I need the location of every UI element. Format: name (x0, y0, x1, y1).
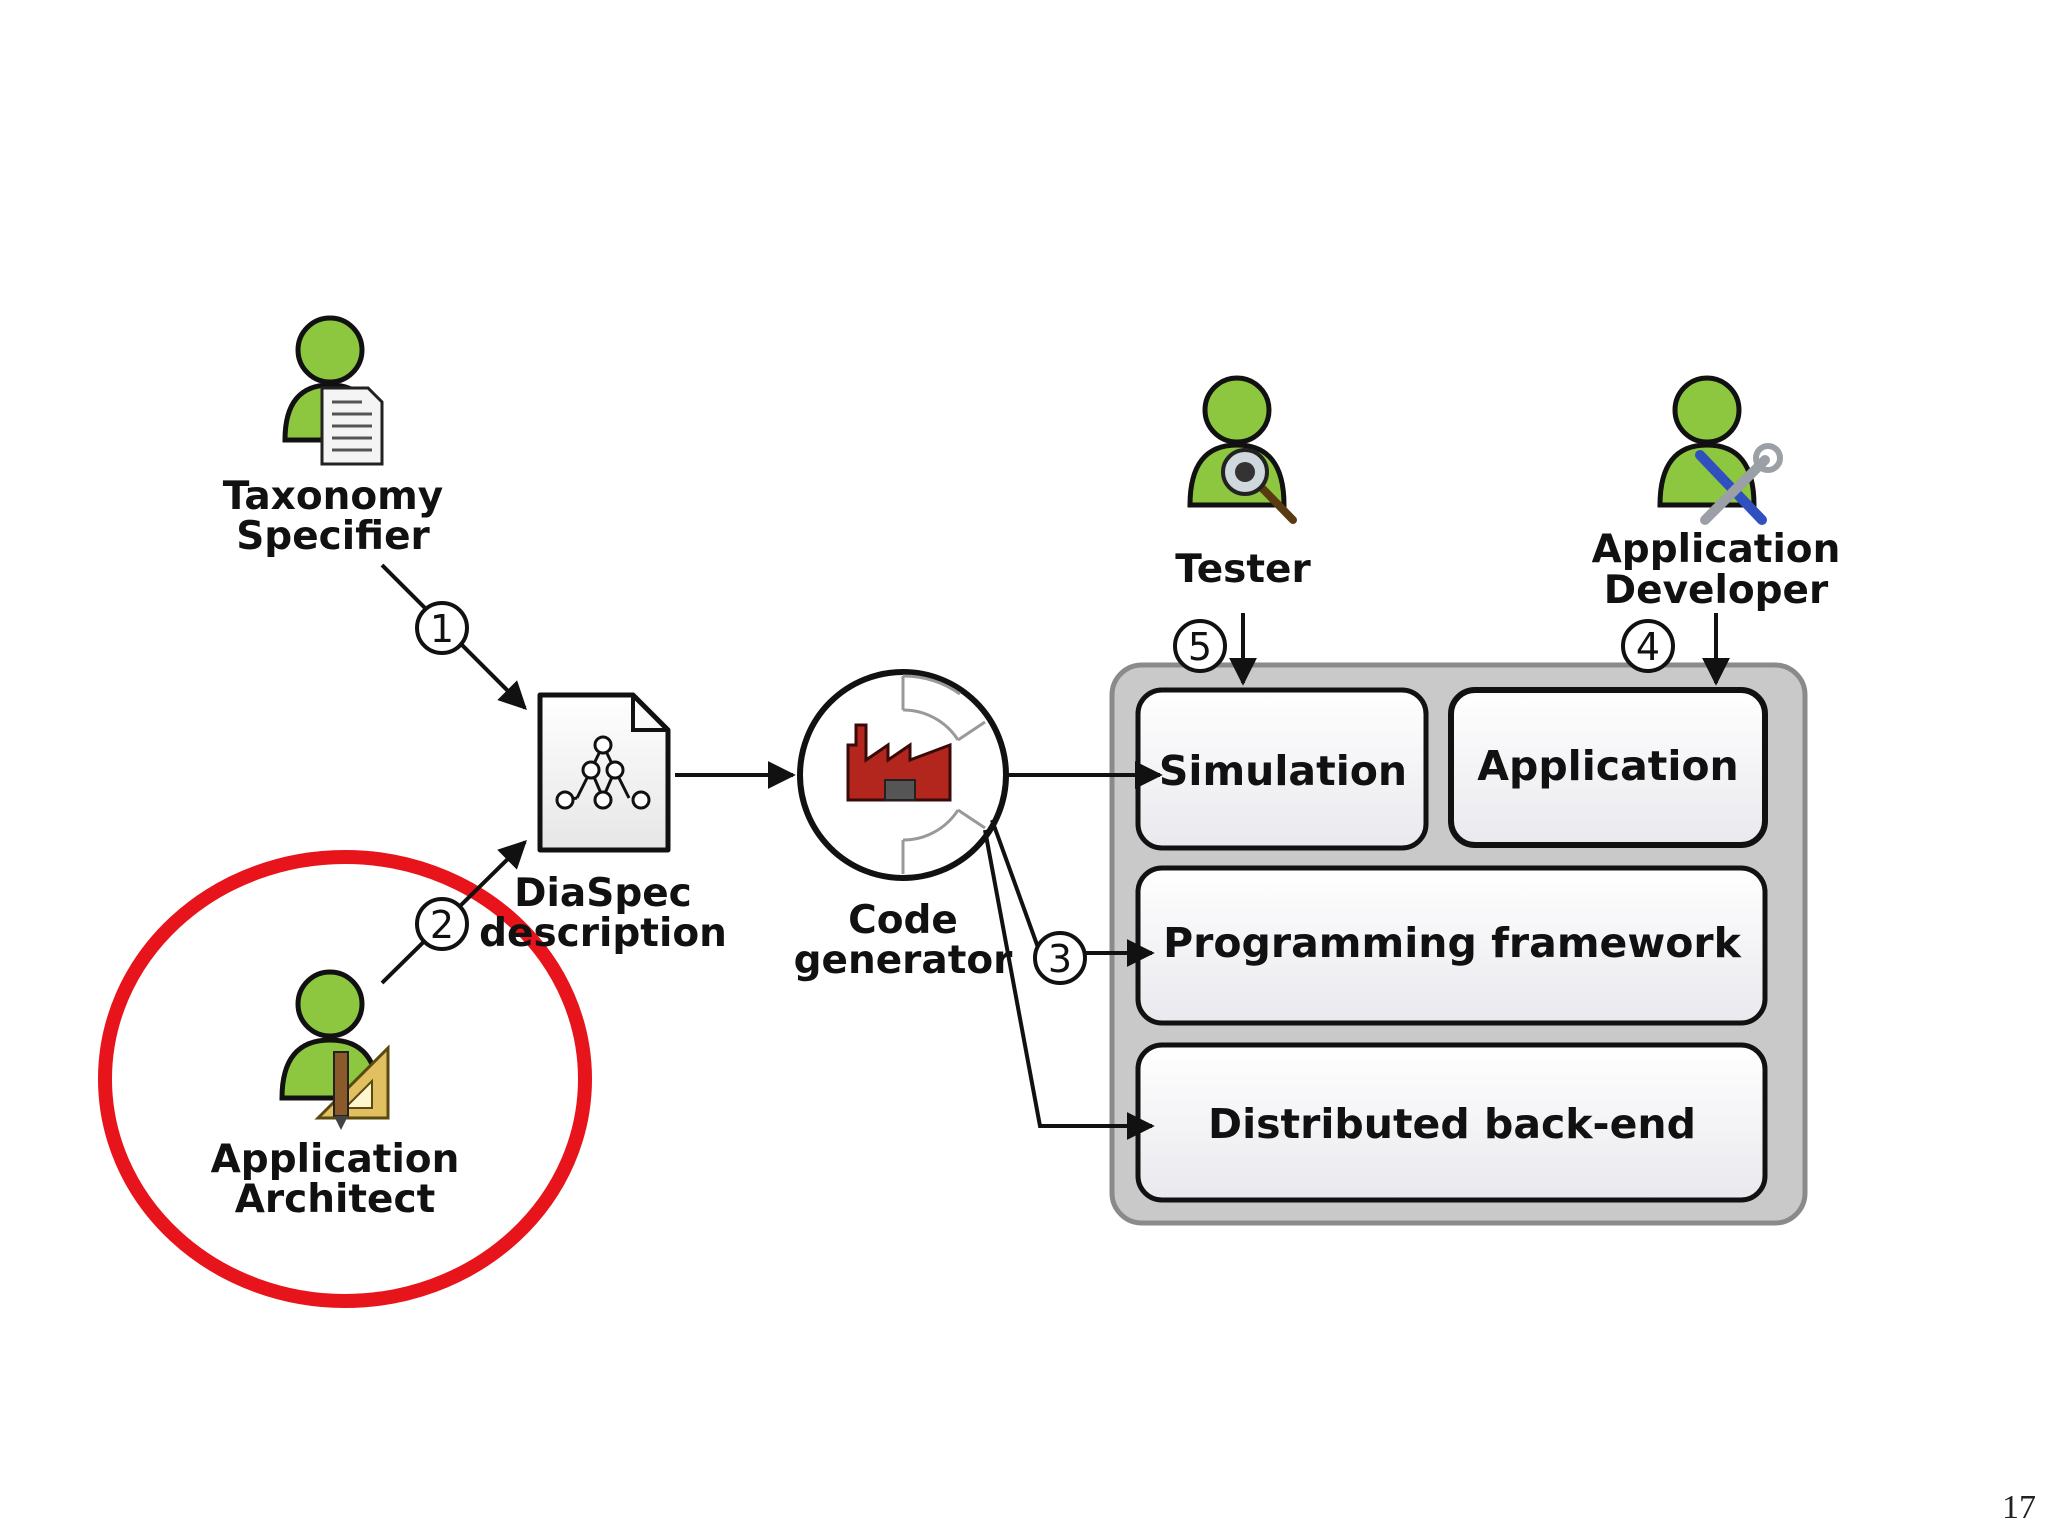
diaspec-label-line1: DiaSpec (514, 871, 692, 916)
pencil-ruler-icon (314, 1044, 390, 1130)
document-icon (320, 386, 384, 466)
step-marker-3: 3 (1033, 931, 1087, 985)
step-3-label: 3 (1048, 937, 1072, 981)
code-generator-label-line1: Code (848, 898, 958, 943)
step-marker-4: 4 (1621, 619, 1675, 673)
application-architect-actor: Application Architect (211, 969, 460, 1222)
step-marker-2: 2 (415, 897, 469, 951)
diaspec-document-icon (537, 692, 671, 853)
diaspec-description-artifact: DiaSpec description (479, 692, 727, 956)
magnifier-icon (1221, 448, 1297, 524)
application-developer-label-line1: Application (1592, 527, 1841, 572)
generated-system-container: Simulation Application Programming frame… (1109, 662, 1808, 1226)
programming-framework-box: Programming framework (1135, 865, 1768, 1026)
arrow-generator-to-backend (983, 829, 1155, 1140)
application-box-label: Application (1477, 742, 1739, 790)
taxonomy-specifier-actor: Taxonomy Specifier (223, 315, 443, 559)
step-4-label: 4 (1636, 625, 1660, 669)
simulation-label: Simulation (1159, 747, 1407, 795)
simulation-box: Simulation (1135, 687, 1429, 851)
step-marker-5: 5 (1173, 619, 1227, 673)
application-architect-label-line1: Application (211, 1137, 460, 1182)
application-box: Application (1448, 687, 1768, 848)
tree-icon (555, 735, 651, 810)
factory-icon (846, 723, 952, 802)
person-icon (279, 969, 381, 1101)
step-5-label: 5 (1188, 625, 1212, 669)
tools-icon (1695, 443, 1783, 525)
tester-actor: Tester (1175, 375, 1311, 592)
step-marker-1: 1 (415, 601, 469, 655)
distributed-backend-box: Distributed back-end (1135, 1042, 1768, 1203)
taxonomy-specifier-label-line1: Taxonomy (223, 474, 443, 519)
application-architect-label-line2: Architect (235, 1177, 436, 1222)
code-generator-label-line2: generator (794, 938, 1014, 983)
application-developer-actor: Application Developer (1592, 375, 1841, 613)
programming-framework-label: Programming framework (1163, 919, 1742, 967)
tester-label: Tester (1175, 547, 1311, 592)
diaspec-label-line2: description (479, 911, 727, 956)
taxonomy-specifier-label-line2: Specifier (236, 514, 430, 559)
distributed-backend-label: Distributed back-end (1208, 1100, 1696, 1148)
page-number: 17 (2002, 1489, 2036, 1526)
application-developer-label-line2: Developer (1604, 568, 1829, 613)
highlight-circle (98, 850, 592, 1308)
code-generator-artifact: Code generator (794, 669, 1014, 983)
step-2-label: 2 (430, 903, 454, 947)
step-1-label: 1 (430, 607, 454, 651)
